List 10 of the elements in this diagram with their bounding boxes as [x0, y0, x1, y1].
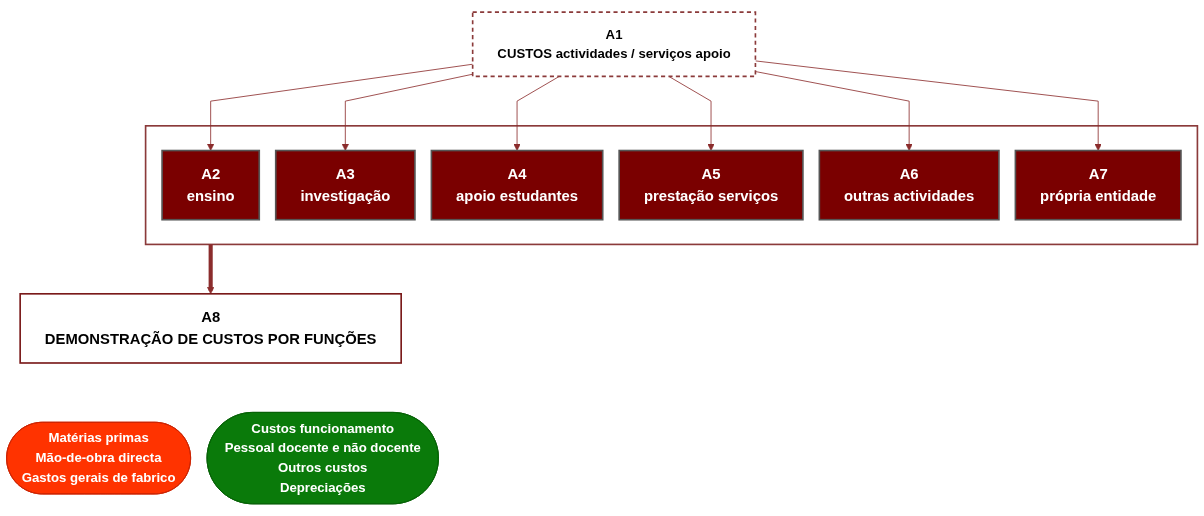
node-box: A5 prestação serviços: [618, 149, 804, 221]
arrow: [207, 244, 215, 295]
node-box: A6 outras actividades: [818, 149, 1000, 221]
node-box: A8 DEMONSTRAÇÃO DE CUSTOS POR FUNÇÕES: [19, 293, 402, 364]
node-box: A3 investigação: [274, 149, 416, 221]
node-box: A1 CUSTOS actividades / serviços apoio: [471, 11, 757, 78]
node-box: A7 própria entidade: [1014, 149, 1182, 221]
node-box: A4 apoio estudantes: [430, 149, 604, 221]
node-box: A2 ensino: [161, 149, 261, 221]
cluster: [144, 125, 1199, 246]
